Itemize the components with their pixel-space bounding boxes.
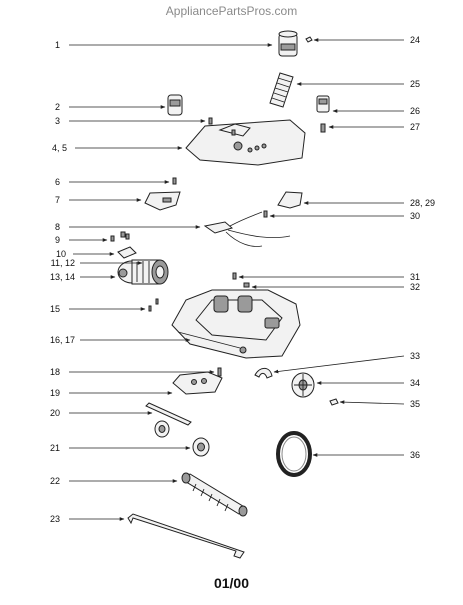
callout-4-5: 4, 5 — [52, 143, 67, 153]
callout-34: 34 — [410, 378, 420, 388]
callout-7: 7 — [55, 195, 60, 205]
leader-lines — [69, 38, 405, 521]
callout-1: 1 — [55, 40, 60, 50]
callout-15: 15 — [50, 304, 60, 314]
part-33-clip — [254, 367, 273, 379]
callout-33: 33 — [410, 351, 420, 361]
watermark: AppliancePartsPros.com — [165, 4, 298, 18]
part-8-harness — [203, 211, 291, 247]
part-34-wheel — [291, 372, 315, 398]
part-3-screw — [208, 117, 213, 125]
callout-28-29: 28, 29 — [410, 198, 435, 208]
callout-36: 36 — [410, 450, 420, 460]
part-26-connector — [316, 95, 330, 113]
callout-13-14: 13, 14 — [50, 272, 75, 282]
part-23-bumper — [127, 513, 245, 559]
callout-27: 27 — [410, 122, 420, 132]
part-35-pin — [329, 398, 339, 406]
part-21-roller — [192, 437, 210, 457]
part-9-clips — [110, 231, 130, 242]
callouts-right: 24 25 26 27 28, 29 30 31 32 33 34 35 36 — [410, 35, 435, 460]
callout-26: 26 — [410, 106, 420, 116]
part-25-hose — [269, 72, 294, 108]
part-10-bracket — [117, 246, 137, 259]
callout-2: 2 — [55, 102, 60, 112]
part-22-brushroll — [181, 472, 248, 517]
part-19-bracket — [172, 371, 223, 395]
callout-23: 23 — [50, 514, 60, 524]
part-20-roller — [154, 420, 170, 438]
part-1-cap — [278, 30, 298, 57]
callout-6: 6 — [55, 177, 60, 187]
part-2-cylinder — [167, 94, 183, 116]
diagram-revision-code: 01/00 — [213, 575, 250, 591]
callout-3: 3 — [55, 116, 60, 126]
part-36-belt — [276, 431, 312, 477]
callout-31: 31 — [410, 272, 420, 282]
callout-9: 9 — [55, 235, 60, 245]
part-28-29-bracket — [277, 191, 303, 209]
callout-32: 32 — [410, 282, 420, 292]
callout-20: 20 — [50, 408, 60, 418]
callout-21: 21 — [50, 443, 60, 453]
part-6-screw — [172, 177, 177, 185]
callout-35: 35 — [410, 399, 420, 409]
callout-22: 22 — [50, 476, 60, 486]
part-16-17-base — [171, 289, 301, 359]
part-15-screws — [148, 298, 159, 312]
callout-25: 25 — [410, 79, 420, 89]
callouts-left: 1 2 3 4, 5 6 7 8 9 10 11, 12 13, 14 15 1… — [50, 40, 75, 524]
callout-24: 24 — [410, 35, 420, 45]
part-30-screw — [263, 210, 268, 218]
part-31-screw — [232, 272, 237, 280]
part-32-nut — [243, 282, 250, 288]
part-13-14-motor — [117, 259, 169, 285]
callout-19: 19 — [50, 388, 60, 398]
callout-8: 8 — [55, 222, 60, 232]
part-27-pin — [320, 123, 326, 133]
callout-30: 30 — [410, 211, 420, 221]
part-24-clip — [305, 36, 313, 43]
part-4-5-hood — [185, 119, 306, 166]
callout-16-17: 16, 17 — [50, 335, 75, 345]
part-20-axle — [145, 402, 192, 426]
callout-18: 18 — [50, 367, 60, 377]
part-18-screw — [217, 367, 222, 377]
callout-11-12: 11, 12 — [51, 258, 75, 268]
callout-10: 10 — [56, 249, 66, 259]
part-7-latch — [144, 191, 181, 211]
